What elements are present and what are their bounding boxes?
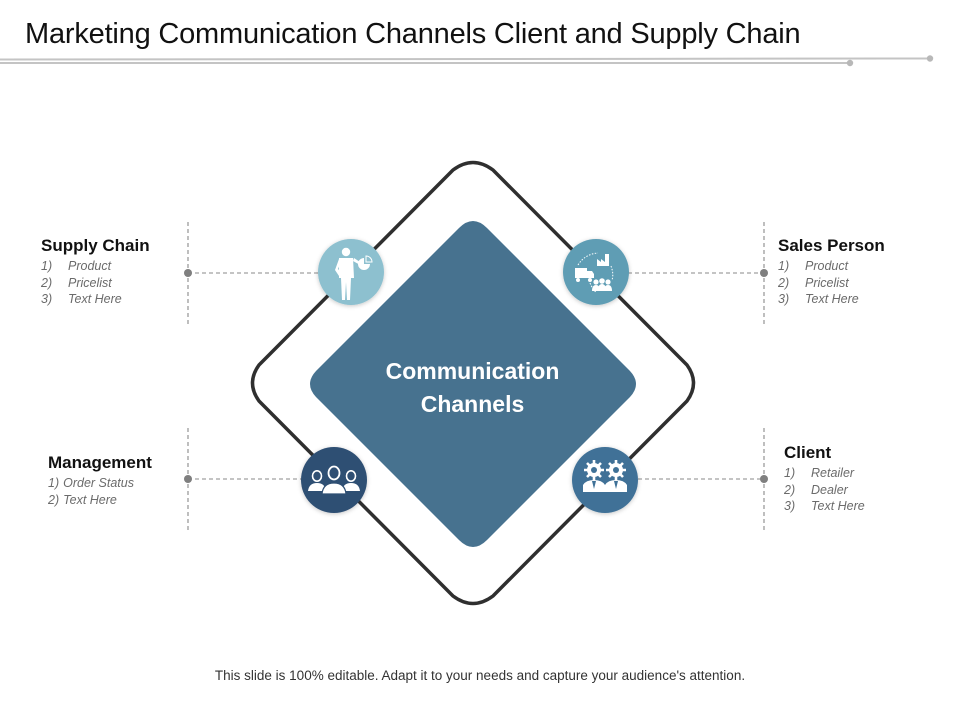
center-label-line2: Channels bbox=[420, 391, 525, 417]
node-circle-sales-person bbox=[563, 239, 629, 305]
list-item: 1)Order Status bbox=[48, 475, 152, 492]
management-block: Management 1)Order Status 2)Text Here bbox=[48, 453, 152, 508]
list-item-text: Text Here bbox=[68, 292, 122, 306]
list-item: 2) Pricelist bbox=[41, 275, 150, 292]
list-item-number: 2) bbox=[48, 492, 60, 507]
list-item-text: Text Here bbox=[805, 292, 859, 306]
list-item-number: 1) bbox=[48, 476, 60, 490]
truck-factory-team-cycle-icon bbox=[575, 254, 612, 291]
list-item-number: 3) bbox=[784, 499, 796, 513]
connector-dot-client bbox=[760, 475, 768, 483]
supply-chain-block: Supply Chain 1) Product 2) Pricelist 3) Tex… bbox=[41, 236, 150, 308]
slide-title: Marketing Communication Channels Client … bbox=[25, 18, 801, 50]
list-item-text: Retailer bbox=[811, 466, 855, 480]
title-rule-dot-end bbox=[926, 55, 934, 62]
list-item: 3) Text Here bbox=[41, 291, 150, 308]
list-item-text: Pricelist bbox=[805, 275, 849, 290]
sales-person-block: Sales Person 1) Product 2) Pricelist 3) Tex… bbox=[778, 236, 885, 308]
list-item-number: 3) bbox=[778, 292, 790, 306]
list-item-text: Pricelist bbox=[68, 275, 112, 290]
sales-person-title: Sales Person bbox=[778, 236, 885, 255]
list-item-number: 3) bbox=[41, 292, 53, 306]
client-title: Client bbox=[784, 443, 832, 462]
supply-chain-title: Supply Chain bbox=[41, 236, 150, 255]
supply-chain-list: 1) Product 2) Pricelist 3) Text Here bbox=[41, 258, 150, 308]
center-label: Communication Channels bbox=[330, 355, 615, 421]
node-circle-client bbox=[572, 447, 638, 513]
team-group-icon bbox=[308, 465, 360, 495]
connector-dot-sales-person bbox=[760, 269, 768, 277]
node-circle-management bbox=[301, 447, 367, 513]
list-item-text: Product bbox=[805, 259, 849, 273]
list-item: 1) Product bbox=[41, 258, 150, 275]
title-rule-dot-mid bbox=[846, 59, 854, 67]
client-block: Client 1) Retailer 2) Dealer 3) Text Here bbox=[784, 443, 865, 515]
sales-person-list: 1) Product 2) Pricelist 3) Text Here bbox=[778, 258, 885, 308]
list-item: 3) Text Here bbox=[784, 498, 865, 515]
node-circle-supply-chain bbox=[318, 239, 384, 305]
list-item: 3) Text Here bbox=[778, 291, 885, 308]
list-item-text: Product bbox=[68, 259, 112, 273]
list-item-text: Dealer bbox=[811, 482, 848, 497]
gear-people-icon bbox=[583, 460, 627, 492]
management-list: 1)Order Status 2)Text Here bbox=[48, 475, 152, 508]
center-diamond bbox=[310, 221, 636, 547]
list-item-number: 1) bbox=[784, 466, 796, 480]
connector-dot-supply-chain bbox=[184, 269, 192, 277]
list-item: 1) Retailer bbox=[784, 465, 865, 482]
client-list: 1) Retailer 2) Dealer 3) Text Here bbox=[784, 465, 865, 515]
center-label-line1: Communication bbox=[385, 358, 560, 384]
list-item: 1) Product bbox=[778, 258, 885, 275]
list-item-number: 1) bbox=[41, 259, 53, 273]
list-item-number: 2) bbox=[784, 482, 796, 497]
outer-diamond-outline bbox=[250, 160, 696, 606]
list-item-text: Text Here bbox=[811, 499, 865, 513]
list-item: 2)Text Here bbox=[48, 492, 152, 509]
list-item-number: 2) bbox=[41, 275, 53, 290]
slide-footer-note: This slide is 100% editable. Adapt it to… bbox=[214, 668, 746, 683]
list-item: 2) Dealer bbox=[784, 482, 865, 499]
businessman-presenting-chart-icon bbox=[335, 247, 373, 300]
title-rule-upper bbox=[0, 57, 931, 61]
list-item-text: Text Here bbox=[63, 492, 117, 507]
list-item-number: 2) bbox=[778, 275, 790, 290]
title-underline bbox=[0, 55, 934, 67]
management-title: Management bbox=[48, 453, 152, 472]
list-item: 2) Pricelist bbox=[778, 275, 885, 292]
connector-dot-management bbox=[184, 475, 192, 483]
list-item-number: 1) bbox=[778, 259, 790, 273]
list-item-text: Order Status bbox=[63, 476, 134, 490]
